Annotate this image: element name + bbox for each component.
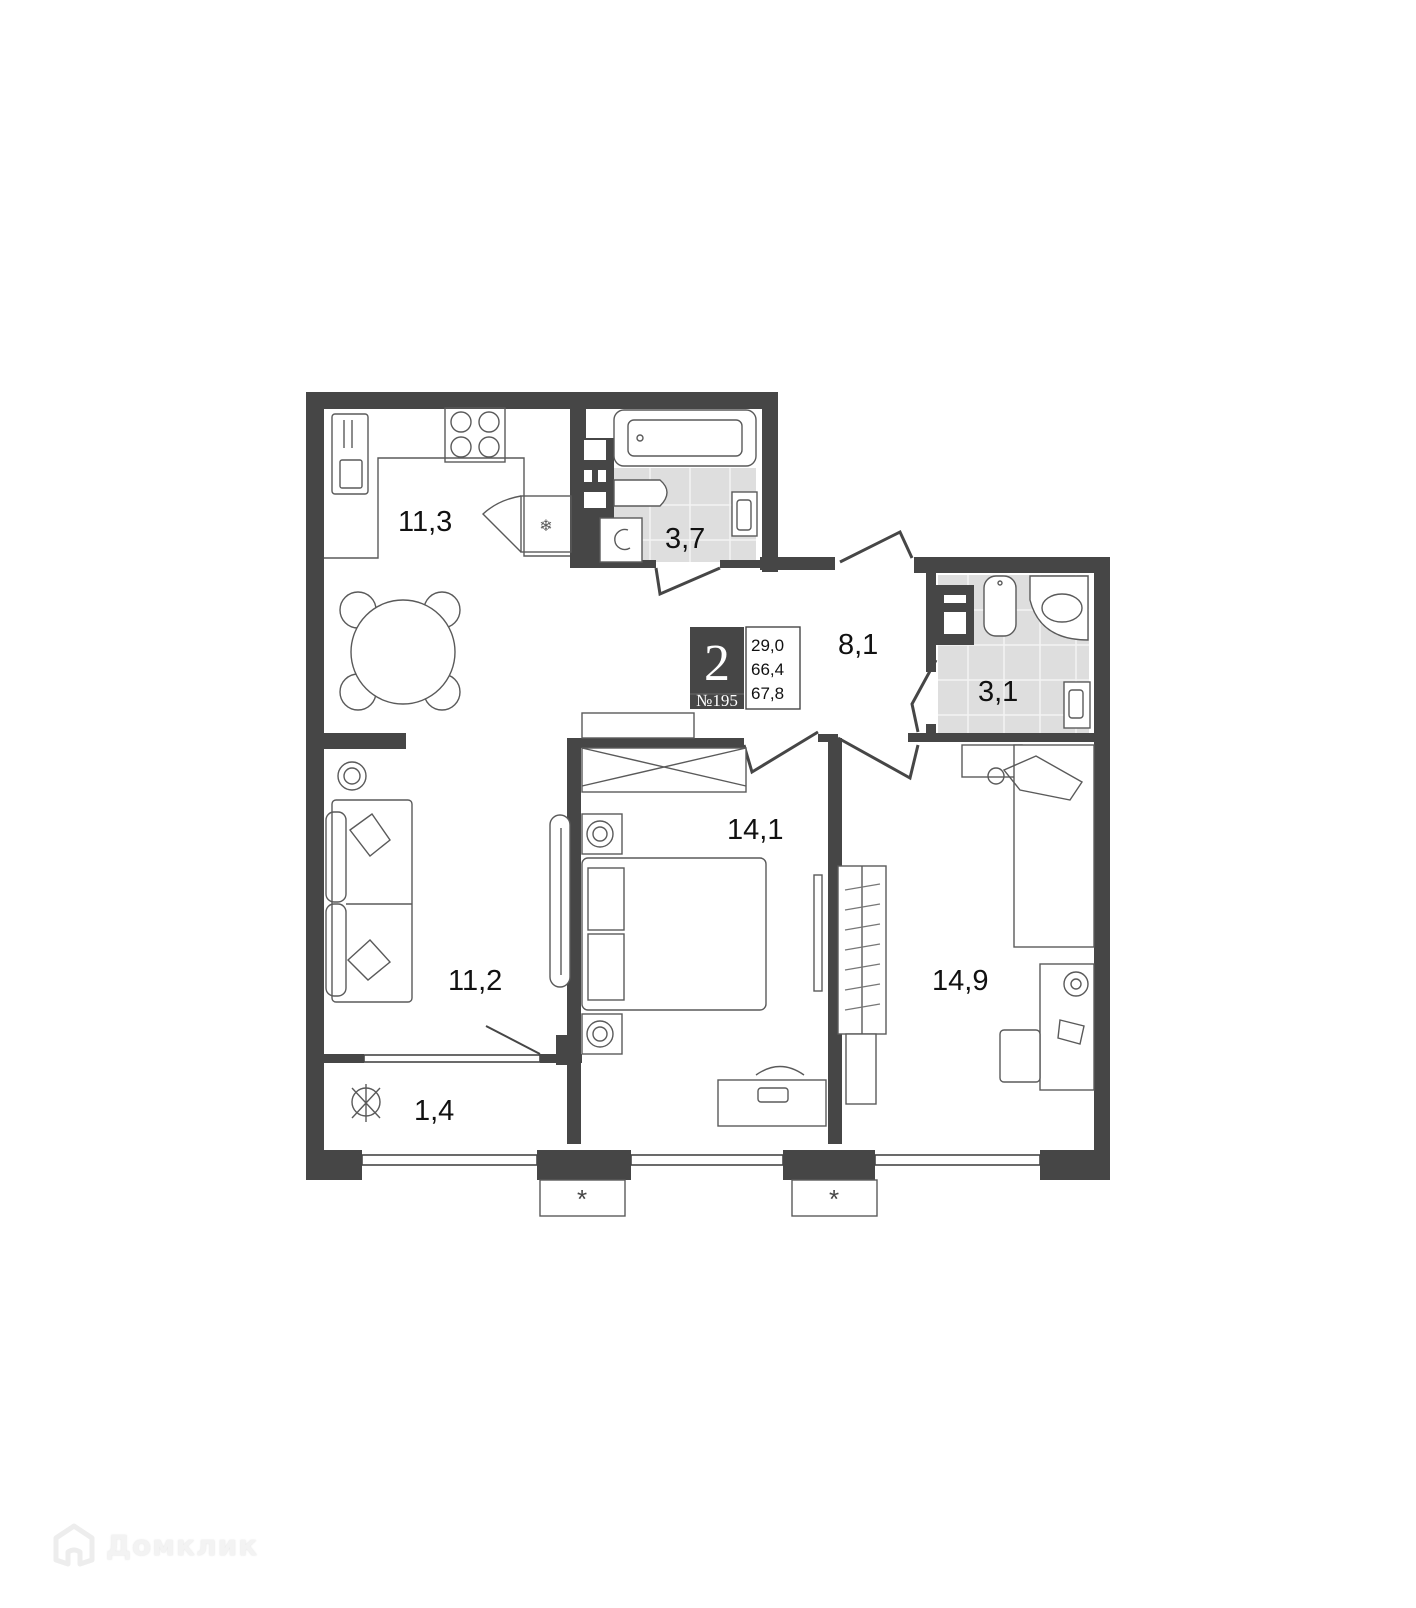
corner-bath-icon [1029, 575, 1089, 641]
shaft-details [584, 440, 966, 634]
windows [361, 1054, 1041, 1166]
ac-unit-left: * [539, 1179, 626, 1217]
desk-icon [717, 1079, 827, 1127]
kitchen-counter: ❄ [324, 407, 572, 559]
bathroom-second-fixtures [983, 575, 1091, 729]
toilet-icon [983, 575, 1017, 637]
dining-table [339, 591, 461, 711]
fridge-icon [520, 495, 572, 553]
window-bedroom-second [874, 1154, 1041, 1166]
rooms-count: 2 [704, 635, 730, 692]
chair-icon [999, 1029, 1041, 1083]
area-stats-box [745, 626, 801, 710]
house-logo-icon [53, 1523, 95, 1567]
total-area-value: 66,4 [751, 660, 784, 679]
nightstand-icon [961, 744, 1023, 778]
snowflake-icon: ❄ [539, 518, 552, 535]
tv-icon [549, 814, 571, 988]
floor-lamp-icon [337, 761, 367, 791]
kitchen-area-label: 11,3 [398, 506, 452, 538]
bedroom-master-furniture [581, 712, 827, 1127]
dresser-icon [845, 1033, 877, 1105]
apartment-badge: 2 №195 29,0 66,4 67,8 [690, 626, 801, 710]
nightstand-icon [581, 1013, 623, 1055]
hallway-area-label: 8,1 [838, 629, 878, 661]
living-area-value: 29,0 [751, 636, 784, 655]
watermark-text: Домклик [106, 1528, 259, 1562]
balcony-plant-icon [351, 1084, 381, 1122]
apartment-number: №195 [696, 691, 738, 710]
window-bedroom-master [630, 1154, 784, 1166]
bed-icon [1013, 744, 1095, 948]
bedroom-second-furniture [837, 744, 1095, 1105]
toilet-icon [613, 479, 668, 507]
balcony-door-glass [363, 1054, 541, 1063]
doors [485, 529, 938, 1055]
sink-icon [331, 413, 369, 495]
rooms-count-badge [690, 627, 744, 709]
wardrobe-icon [581, 747, 747, 793]
washbasin-icon [1063, 681, 1091, 729]
living-room-furniture [325, 761, 571, 1003]
ac-unit-right: * [791, 1179, 878, 1217]
tv-icon [813, 874, 823, 992]
desk-icon [1039, 963, 1095, 1091]
bathtub-icon [613, 409, 757, 467]
total-area-with-balcony-value: 67,8 [751, 684, 784, 703]
watermark: Домклик [52, 1522, 258, 1568]
washing-machine-icon [599, 517, 643, 563]
bathroom-main-area-label: 3,7 [665, 523, 705, 555]
bathroom-second-area-label: 3,1 [978, 676, 1018, 708]
living-room-area-label: 11,2 [448, 965, 502, 997]
ac-symbol-icon: * [577, 1184, 587, 1214]
sofa-icon [331, 799, 413, 1003]
bedroom-second-area-label: 14,9 [932, 965, 988, 997]
stove-icon [444, 407, 506, 463]
balcony-area-label: 1,4 [414, 1095, 454, 1127]
window-balcony [361, 1154, 538, 1166]
bed-icon [581, 857, 767, 1011]
nightstand-icon [581, 813, 623, 855]
bedroom-master-area-label: 14,1 [727, 814, 783, 846]
bathroom-main-fixtures [599, 409, 758, 563]
ac-symbol-icon: * [829, 1184, 839, 1214]
hallway-cabinet-icon [581, 712, 695, 739]
